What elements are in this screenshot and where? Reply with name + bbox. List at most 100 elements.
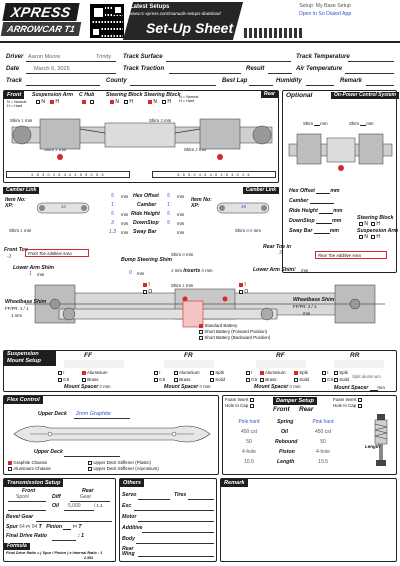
rf-split[interactable]: Split [294,370,308,375]
rear-toe-value[interactable]: 3 [279,250,282,256]
spur-p-value[interactable]: 94 [31,524,38,530]
front-toe-value[interactable]: -1 [7,254,12,260]
rebound-rear[interactable]: 50 [320,439,326,445]
wheelbase-left-mm[interactable]: 1 mm [11,313,22,318]
optional-camber[interactable]: Camber [289,197,334,204]
wheelbase-right-mm[interactable]: mm [303,311,311,316]
steering-block-option-n[interactable]: N [110,99,119,105]
stiffener-plastic-option[interactable]: Upper Deck Stiffener (Plastic) [88,460,159,466]
oil-front[interactable]: 450 cst [240,429,258,435]
transmission-rear-oil[interactable]: 5,000 [68,503,81,509]
additive-label[interactable]: Additive [122,525,143,531]
rear-wing-label[interactable]: Rear Wing [122,546,135,557]
bevel-gear-label[interactable]: Bevel Gear [6,514,34,520]
ff-option-1[interactable]: I [58,370,64,375]
camber-shim-right[interactable]: Shim 0.5 mm [235,228,261,233]
transmission-front-value[interactable]: Spool [16,494,29,500]
body-label[interactable]: Body [122,536,135,542]
rf-solid[interactable]: Solid [294,377,309,382]
downstop-left[interactable]: 3 [111,220,114,226]
fr-option-05[interactable]: 0.5 [154,377,165,382]
open-in-app-link[interactable]: Open in So Dialed App [298,11,352,17]
bump-option-i[interactable]: I [143,282,150,288]
optional-arm-option-n[interactable]: N [359,234,368,240]
rr-mount-spacer[interactable]: Mount Spacer mm [334,385,385,391]
oil-rear[interactable]: 450 cst [314,429,332,435]
rear-hole-in-cap[interactable]: Hole In Cap [333,403,362,409]
piston-front[interactable]: 4-hole [242,449,256,455]
hex-offset-right[interactable]: 5 [167,193,170,199]
ff-aluminium[interactable]: Aluminium [82,370,107,375]
length-front[interactable]: 10.5 [244,459,254,465]
fr-solid[interactable]: Solid [210,377,225,382]
rear-option-o[interactable]: O [239,289,248,295]
front-toe-additive-area[interactable]: Front Toe Additive Area [25,249,89,257]
aluminium-chassis-option[interactable]: Aluminium Chassis [8,466,51,472]
optional-sb-option-h[interactable]: H [371,221,380,227]
camber-shim-left[interactable]: Shim 1 mm [9,228,32,233]
rf-option-05[interactable]: 0.5 [246,377,257,382]
rear-option-i[interactable]: I [239,282,246,288]
sway-bar-left[interactable]: 1.3 [109,229,116,235]
ride-height-right[interactable]: 5 [167,211,170,217]
wheelbase-right-value[interactable]: FF/FR: 2 / 1 [293,304,317,309]
ff-mount-spacer[interactable]: Mount Spacer 0 mm [64,384,111,390]
driver-last-name[interactable]: Trinity [96,54,112,60]
optional-shim-left[interactable]: Shim mm [303,121,328,126]
rf-option-1[interactable]: I [246,370,252,375]
inserts-field[interactable]: 4 mm Inserts 8 mm [171,268,213,274]
front-lower-arm-shim-value[interactable]: 1 [29,271,32,277]
steering-block-option-h[interactable]: H [124,99,133,105]
wheelbase-left-value[interactable]: FF/FR: 1 / 1 [5,306,29,311]
mid-shim-top[interactable]: Shim 0 mm [171,252,194,257]
bump-steering-value[interactable]: 0 [129,270,132,276]
rear-lower-arm-shim-value[interactable]: 2 [293,267,296,273]
rf-aluminium[interactable]: Aluminium [260,370,285,375]
rear-foam-insert[interactable]: Foam Insert [333,397,362,403]
fr-brass[interactable]: Brass [174,377,190,382]
front-foam-insert[interactable]: Foam Insert [225,397,254,403]
optional-arm-option-h[interactable]: H [371,234,380,240]
rr-solid[interactable]: Solid [334,377,349,382]
optional-ride-height[interactable]: Ride Height mm [289,208,343,214]
camber-link-left-length[interactable]: 42 [61,204,66,209]
optional-shim-right[interactable]: Shim mm [349,121,374,126]
transmission-rear-value[interactable]: Gear [80,494,92,500]
piston-rear[interactable]: 4-hole [316,449,330,455]
front-shim-low-left[interactable]: Shim 1 mm [44,147,67,152]
optional-downstop[interactable]: DownStop mm [289,218,342,224]
rr-note[interactable]: Split aluminum [352,374,381,379]
fr-aluminium[interactable]: Aluminium [174,370,199,375]
tires-label[interactable]: Tires [174,492,187,498]
rf-mount-spacer[interactable]: Mount Spacer 0 mm [254,384,301,390]
camber-left[interactable]: 1 [111,202,114,208]
ff-brass[interactable]: Brass [82,377,98,382]
downstop-right[interactable]: 5 [167,220,170,226]
rf-brass[interactable]: Brass [260,377,276,382]
fr-option-1[interactable]: I [154,370,160,375]
servo-label[interactable]: Servo [122,492,137,498]
front-shim-left[interactable]: Shim 1 mm [10,118,33,123]
driver-first-name[interactable]: Aaron Moore [28,54,61,60]
fr-mount-spacer[interactable]: Mount Spacer 0 mm [164,384,211,390]
camber-link-right-length[interactable]: 46 [241,204,246,209]
spur-value[interactable]: 64 [19,524,25,530]
date-value[interactable]: March 6, 2025 [34,66,70,72]
fr-split[interactable]: Split [210,370,224,375]
front-hole-in-cap[interactable]: Hole In Cap [225,403,254,409]
rr-split[interactable]: Split [334,370,348,375]
battery-standard-option[interactable]: Standard Battery [199,323,270,329]
camber-right[interactable]: 1 [167,202,170,208]
remark-section[interactable]: Remark [220,478,397,562]
graphite-chassis-option[interactable]: Graphite Chassis [8,460,51,466]
steering-block-2-option-h[interactable]: H [162,99,171,105]
front-shim-right[interactable]: Shim 3 mm [149,118,172,123]
upper-deck-top-value[interactable]: 2mm Graphite [76,411,111,417]
bump-option-o[interactable]: O [143,289,152,295]
c-hub-option-2[interactable] [90,99,94,105]
rebound-front[interactable]: 50 [246,439,252,445]
length-rear[interactable]: 10.5 [318,459,328,465]
steering-block-2-option-n[interactable]: N [148,99,157,105]
setups-url-link[interactable]: www.rc-xpress.com/manuals-setups-downloa… [130,11,221,16]
rear-toe-additive-area[interactable]: Rear Toe Additive Area [315,251,387,259]
